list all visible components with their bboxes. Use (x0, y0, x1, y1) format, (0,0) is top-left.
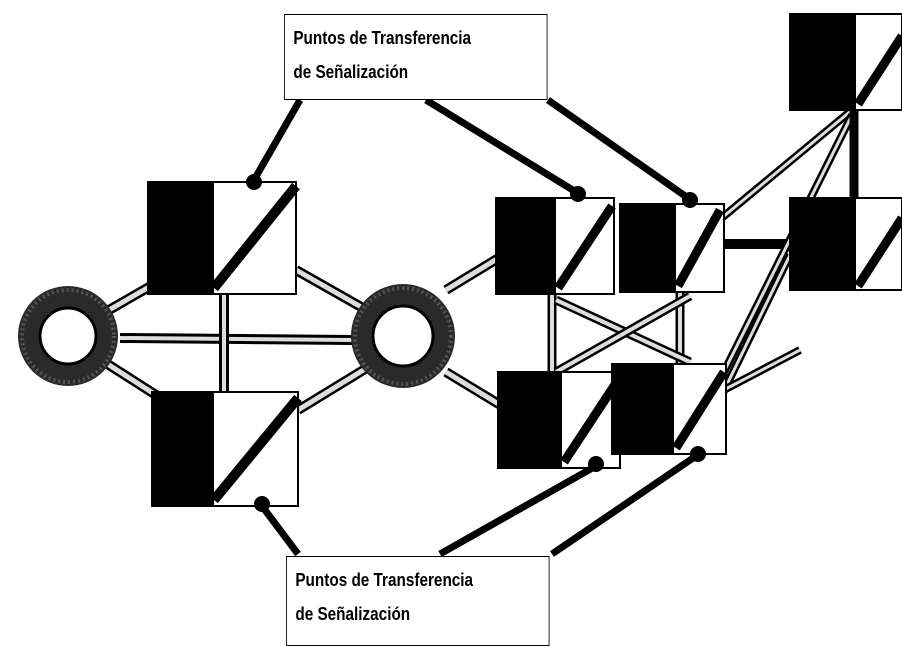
ring-node-left (18, 286, 118, 386)
callout-label-top-line2: de Señalización (293, 55, 538, 89)
callout-label-top-line1: Puntos de Transferencia (293, 21, 538, 55)
callout-label-bottom-line2: de Señalización (295, 597, 540, 631)
stp-node-right-b (620, 204, 724, 292)
stp-node-left-top (148, 182, 296, 294)
stp-node-far-top (790, 14, 902, 110)
callout-label-bottom: Puntos de Transferencia de Señalización (286, 556, 550, 646)
stp-node-left-bottom (152, 392, 298, 506)
ring-node-right (351, 284, 455, 388)
callout-label-bottom-line1: Puntos de Transferencia (295, 563, 540, 597)
stp-node-far-middle (790, 198, 902, 290)
stp-node-right-d (612, 364, 726, 454)
callout-pointers-bottom (254, 446, 706, 554)
stp-node-right-a (496, 198, 614, 294)
callout-label-top: Puntos de Transferencia de Señalización (284, 14, 548, 100)
stp-node-right-c (498, 372, 620, 468)
callout-pointers-top (246, 100, 698, 208)
